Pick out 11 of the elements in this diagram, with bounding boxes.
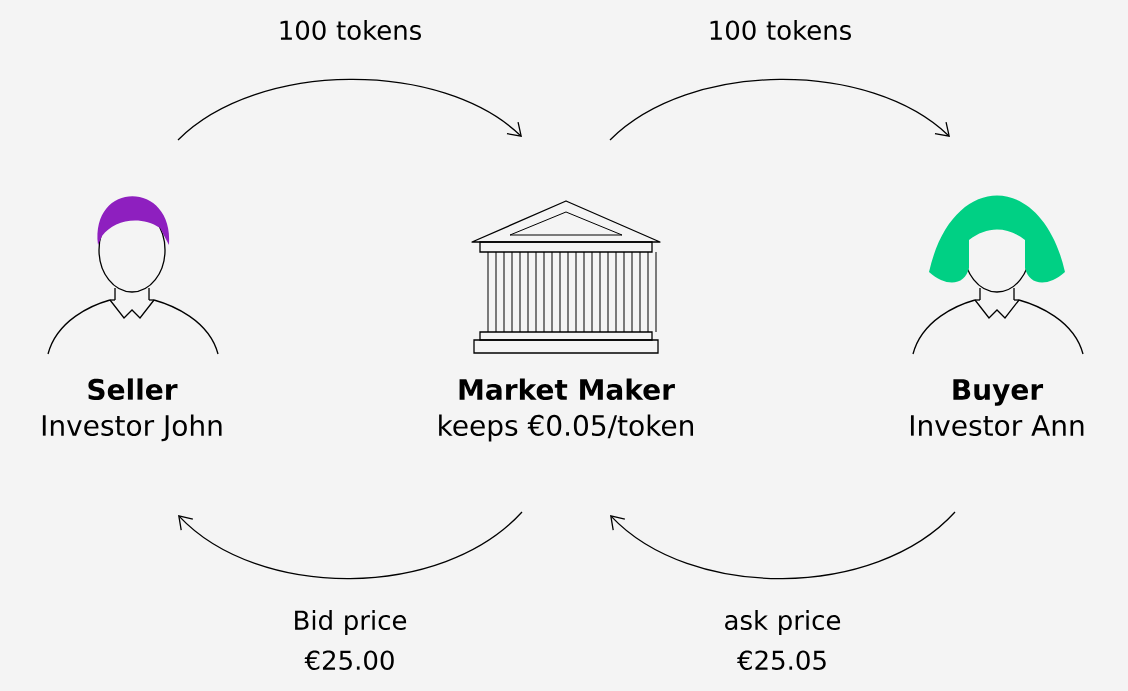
edge-label: ask price €25.05 — [725, 609, 841, 671]
edge-label: 100 tokens — [280, 19, 421, 41]
bank-label: Market Maker keeps €0.05/token — [439, 378, 693, 442]
person-label: Seller Investor John — [42, 378, 222, 442]
edge-label: Bid price €25.00 — [295, 609, 407, 671]
person-label: Buyer Investor Ann — [910, 379, 1084, 437]
edge-label: 100 tokens — [710, 19, 851, 41]
curved-arrow — [178, 511, 523, 580]
curved-arrow — [177, 78, 522, 141]
curved-arrow — [610, 511, 956, 580]
curved-arrow — [609, 78, 950, 141]
